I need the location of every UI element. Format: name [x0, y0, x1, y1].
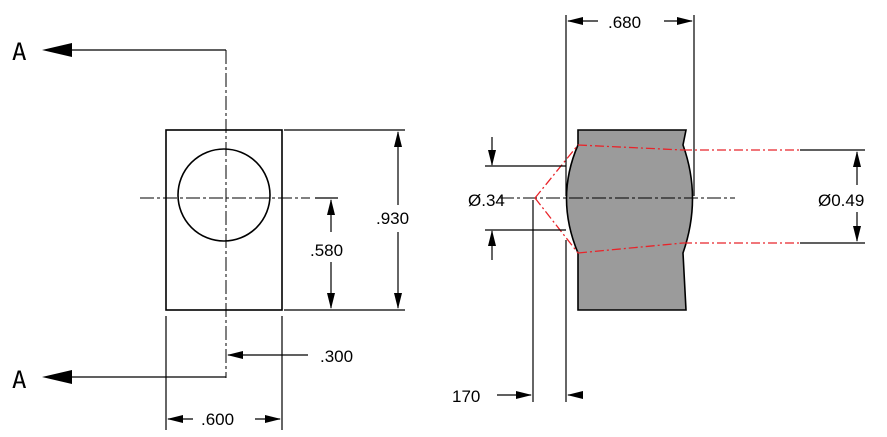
- section-label-top: A: [12, 38, 27, 66]
- hidden-taper-line: [577, 144, 684, 151]
- arrow-icon: [853, 151, 861, 167]
- dim-offset-label: .300: [320, 347, 353, 366]
- hidden-taper-line: [534, 144, 579, 199]
- hidden-taper-line: [577, 242, 684, 254]
- arrow-icon: [167, 415, 183, 423]
- arrow-icon: [394, 131, 402, 147]
- section-arrow-top-icon: [42, 43, 72, 57]
- section-label-bottom: A: [12, 366, 27, 394]
- arrow-icon: [327, 293, 335, 309]
- section-arrow-bottom-icon: [42, 370, 72, 384]
- arrow-icon: [227, 351, 243, 359]
- front-view-outline: [165, 129, 283, 311]
- arrow-icon: [488, 230, 496, 246]
- dim-small-diameter-label: Ø.34: [468, 191, 505, 210]
- front-view-hole: [177, 148, 271, 242]
- front-view: .930 .580 .600 .300: [140, 129, 409, 430]
- arrow-icon: [853, 226, 861, 242]
- section-cut-line: A A: [12, 38, 227, 394]
- arrow-icon: [516, 391, 532, 399]
- hidden-taper-line: [534, 197, 579, 254]
- section-view-body: [565, 129, 694, 311]
- section-view: .680 Ø.34 Ø0.49 170: [452, 13, 865, 406]
- dim-hole-center-label: .580: [310, 241, 343, 260]
- dim-depth-label: 170: [452, 387, 480, 406]
- arrow-icon: [677, 17, 693, 25]
- arrow-icon: [327, 199, 335, 215]
- arrow-icon: [567, 17, 583, 25]
- arrow-icon: [394, 293, 402, 309]
- arrow-icon: [265, 415, 281, 423]
- dim-height-label: .930: [376, 209, 409, 228]
- arrow-icon: [567, 391, 583, 399]
- dim-section-width-label: .680: [608, 13, 641, 32]
- dim-large-diameter-label: Ø0.49: [818, 191, 864, 210]
- arrow-icon: [488, 150, 496, 166]
- dim-width-label: .600: [201, 410, 234, 429]
